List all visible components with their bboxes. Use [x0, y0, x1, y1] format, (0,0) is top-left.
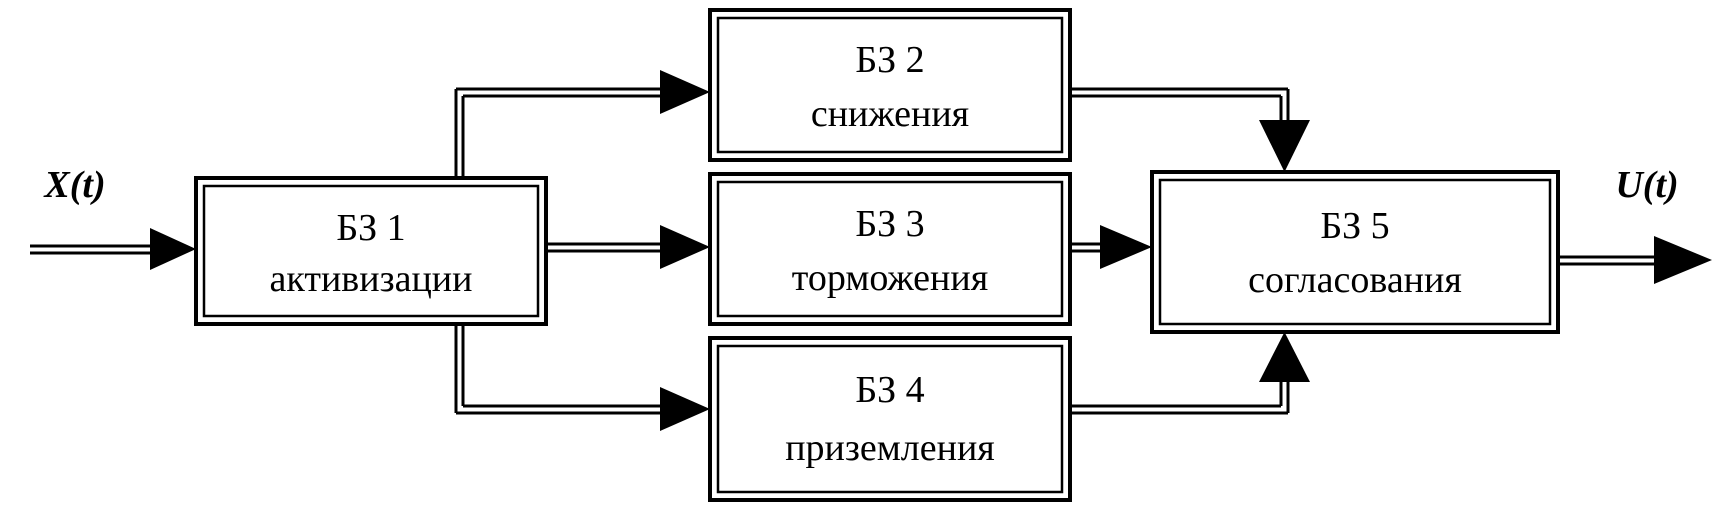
arrow-b3-to-b5 [1100, 225, 1152, 269]
connector-b1-to-b2 [454, 70, 710, 178]
block-b5-subtitle: согласования [1248, 259, 1462, 301]
arrow-b1-to-b4 [660, 387, 710, 431]
arrow-b4-to-b5 [1259, 332, 1310, 382]
block-b5-title: БЗ 5 [1320, 205, 1389, 247]
block-b4: БЗ 4 приземления [708, 336, 1072, 502]
block-b3: БЗ 3 торможения [708, 172, 1072, 326]
connector-b5-to-output [1558, 236, 1712, 284]
connector-b1-to-b4 [454, 322, 710, 431]
arrow-b1-to-b3 [660, 225, 710, 269]
input-signal-label: X(t) [43, 164, 105, 206]
output-signal-label: U(t) [1615, 164, 1678, 206]
arrow-b1-to-b2 [660, 70, 710, 114]
block-b2-subtitle: снижения [811, 93, 969, 135]
connector-b4-to-b5 [1070, 332, 1310, 415]
connector-b1-to-b3 [546, 225, 710, 269]
block-b1-title: БЗ 1 [336, 207, 405, 249]
arrow-input-to-b1 [150, 228, 196, 270]
connector-b3-to-b5 [1070, 225, 1152, 269]
block-b3-subtitle: торможения [792, 257, 988, 299]
block-b4-title: БЗ 4 [855, 369, 924, 411]
block-b2-title: БЗ 2 [855, 39, 924, 81]
arrow-b5-to-output [1654, 236, 1712, 284]
connector-input-to-b1 [30, 228, 196, 270]
block-b3-title: БЗ 3 [855, 203, 924, 245]
block-b4-subtitle: приземления [785, 427, 995, 469]
block-b1: БЗ 1 активизации [194, 176, 548, 326]
arrow-b2-to-b5 [1259, 120, 1310, 172]
block-b1-subtitle: активизации [270, 258, 473, 300]
block-b2: БЗ 2 снижения [708, 8, 1072, 162]
block-b5: БЗ 5 согласования [1150, 170, 1560, 334]
connector-b2-to-b5 [1070, 87, 1310, 172]
